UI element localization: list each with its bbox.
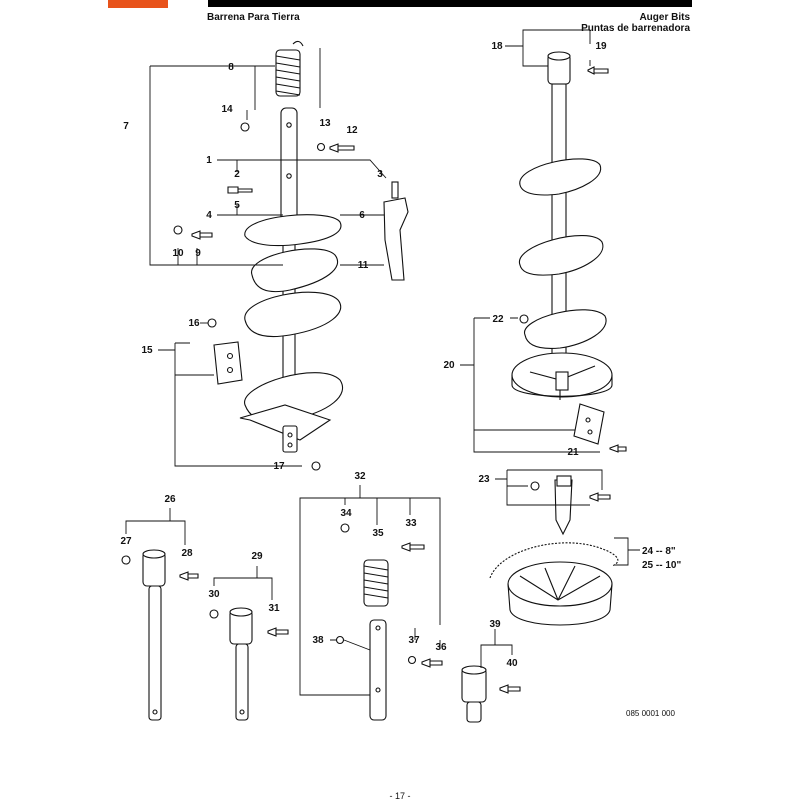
screw-part-19: [587, 66, 609, 75]
callout-19: 19: [595, 41, 607, 52]
nut-part-17: [311, 461, 321, 471]
nut-part-22: [519, 314, 529, 324]
brand-logo: [108, 0, 168, 8]
callout-16: 16: [188, 318, 200, 329]
title-left: Barrena Para Tierra: [207, 12, 300, 23]
callout-12: 12: [346, 125, 358, 136]
nut-part-10: [173, 225, 183, 235]
bit-flight-3: [524, 309, 607, 349]
callout-35: 35: [372, 528, 384, 539]
ice-cutter-part-24-25: [489, 537, 640, 626]
callout-6: 6: [359, 210, 365, 221]
callout-39: 39: [489, 619, 501, 630]
callout-11: 11: [358, 260, 369, 271]
callout-25: 25 -- 10": [642, 560, 681, 571]
callout-27: 27: [120, 536, 132, 547]
callout-24: 24 -- 8": [642, 546, 676, 557]
callout-13: 13: [319, 118, 331, 129]
auger-flight-2: [251, 248, 338, 293]
screw-part-21b: [609, 444, 627, 453]
screw-part-2: [227, 186, 253, 194]
callout-33: 33: [405, 518, 417, 529]
washer-part-13: [316, 142, 326, 152]
callout-37: 37: [408, 635, 420, 646]
bit-flight-2: [519, 235, 604, 276]
callout-34: 34: [340, 508, 352, 519]
callout-2: 2: [234, 169, 240, 180]
callout-26: 26: [164, 494, 176, 505]
callout-8: 8: [228, 62, 234, 73]
callout-22: 22: [492, 314, 504, 325]
bit-flight-1: [519, 158, 602, 196]
auger-bit-assembly: [460, 29, 627, 453]
extension-assembly-26: [121, 508, 199, 721]
callout-21: 21: [567, 447, 579, 458]
callout-32: 32: [354, 471, 366, 482]
callout-5: 5: [234, 200, 240, 211]
callout-14: 14: [221, 104, 233, 115]
callout-28: 28: [181, 548, 193, 559]
callout-23: 23: [478, 474, 490, 485]
page-number: - 17 -: [389, 791, 410, 800]
screw-part-12: [329, 143, 355, 153]
title-right-english: Auger Bits: [639, 12, 690, 23]
callout-29: 29: [251, 551, 263, 562]
callout-36: 36: [435, 642, 447, 653]
callout-20: 20: [443, 360, 455, 371]
coupler-assembly-39: [461, 629, 521, 723]
callout-31: 31: [268, 603, 280, 614]
callout-18: 18: [491, 41, 503, 52]
callout-40: 40: [506, 658, 518, 669]
callout-15: 15: [141, 345, 153, 356]
extension-assembly-29: [209, 566, 289, 721]
auger-point-bracket: [282, 425, 298, 453]
header-rule: [208, 0, 692, 7]
callout-1: 1: [206, 155, 212, 166]
pilot-point-assembly-23: [495, 469, 611, 536]
callout-4: 4: [206, 210, 212, 221]
callout-30: 30: [208, 589, 220, 600]
nut-part-14: [240, 122, 250, 132]
screw-part-9: [191, 230, 213, 240]
callout-7: 7: [123, 121, 129, 132]
callout-17: 17: [273, 461, 285, 472]
cutter-blade-part-15: [213, 341, 243, 385]
auger-point-part-3-6-11: [383, 181, 409, 281]
screw-part-16: [207, 318, 217, 328]
auger-flight-tip: [239, 404, 332, 441]
callout-9: 9: [195, 248, 201, 259]
auger-flight-3: [244, 291, 342, 338]
drawing-number: 085 0001 000: [626, 709, 675, 718]
callout-38: 38: [312, 635, 324, 646]
spring-part-8: [275, 40, 304, 97]
title-right-spanish: Puntas de barrenadora: [581, 23, 690, 34]
blade-part-21: [573, 403, 605, 445]
callout-3: 3: [377, 169, 383, 180]
extension-assembly-32: [299, 485, 443, 721]
earth-auger-assembly: [149, 40, 409, 471]
callout-10: 10: [172, 248, 184, 259]
auger-flight-top: [244, 214, 342, 247]
